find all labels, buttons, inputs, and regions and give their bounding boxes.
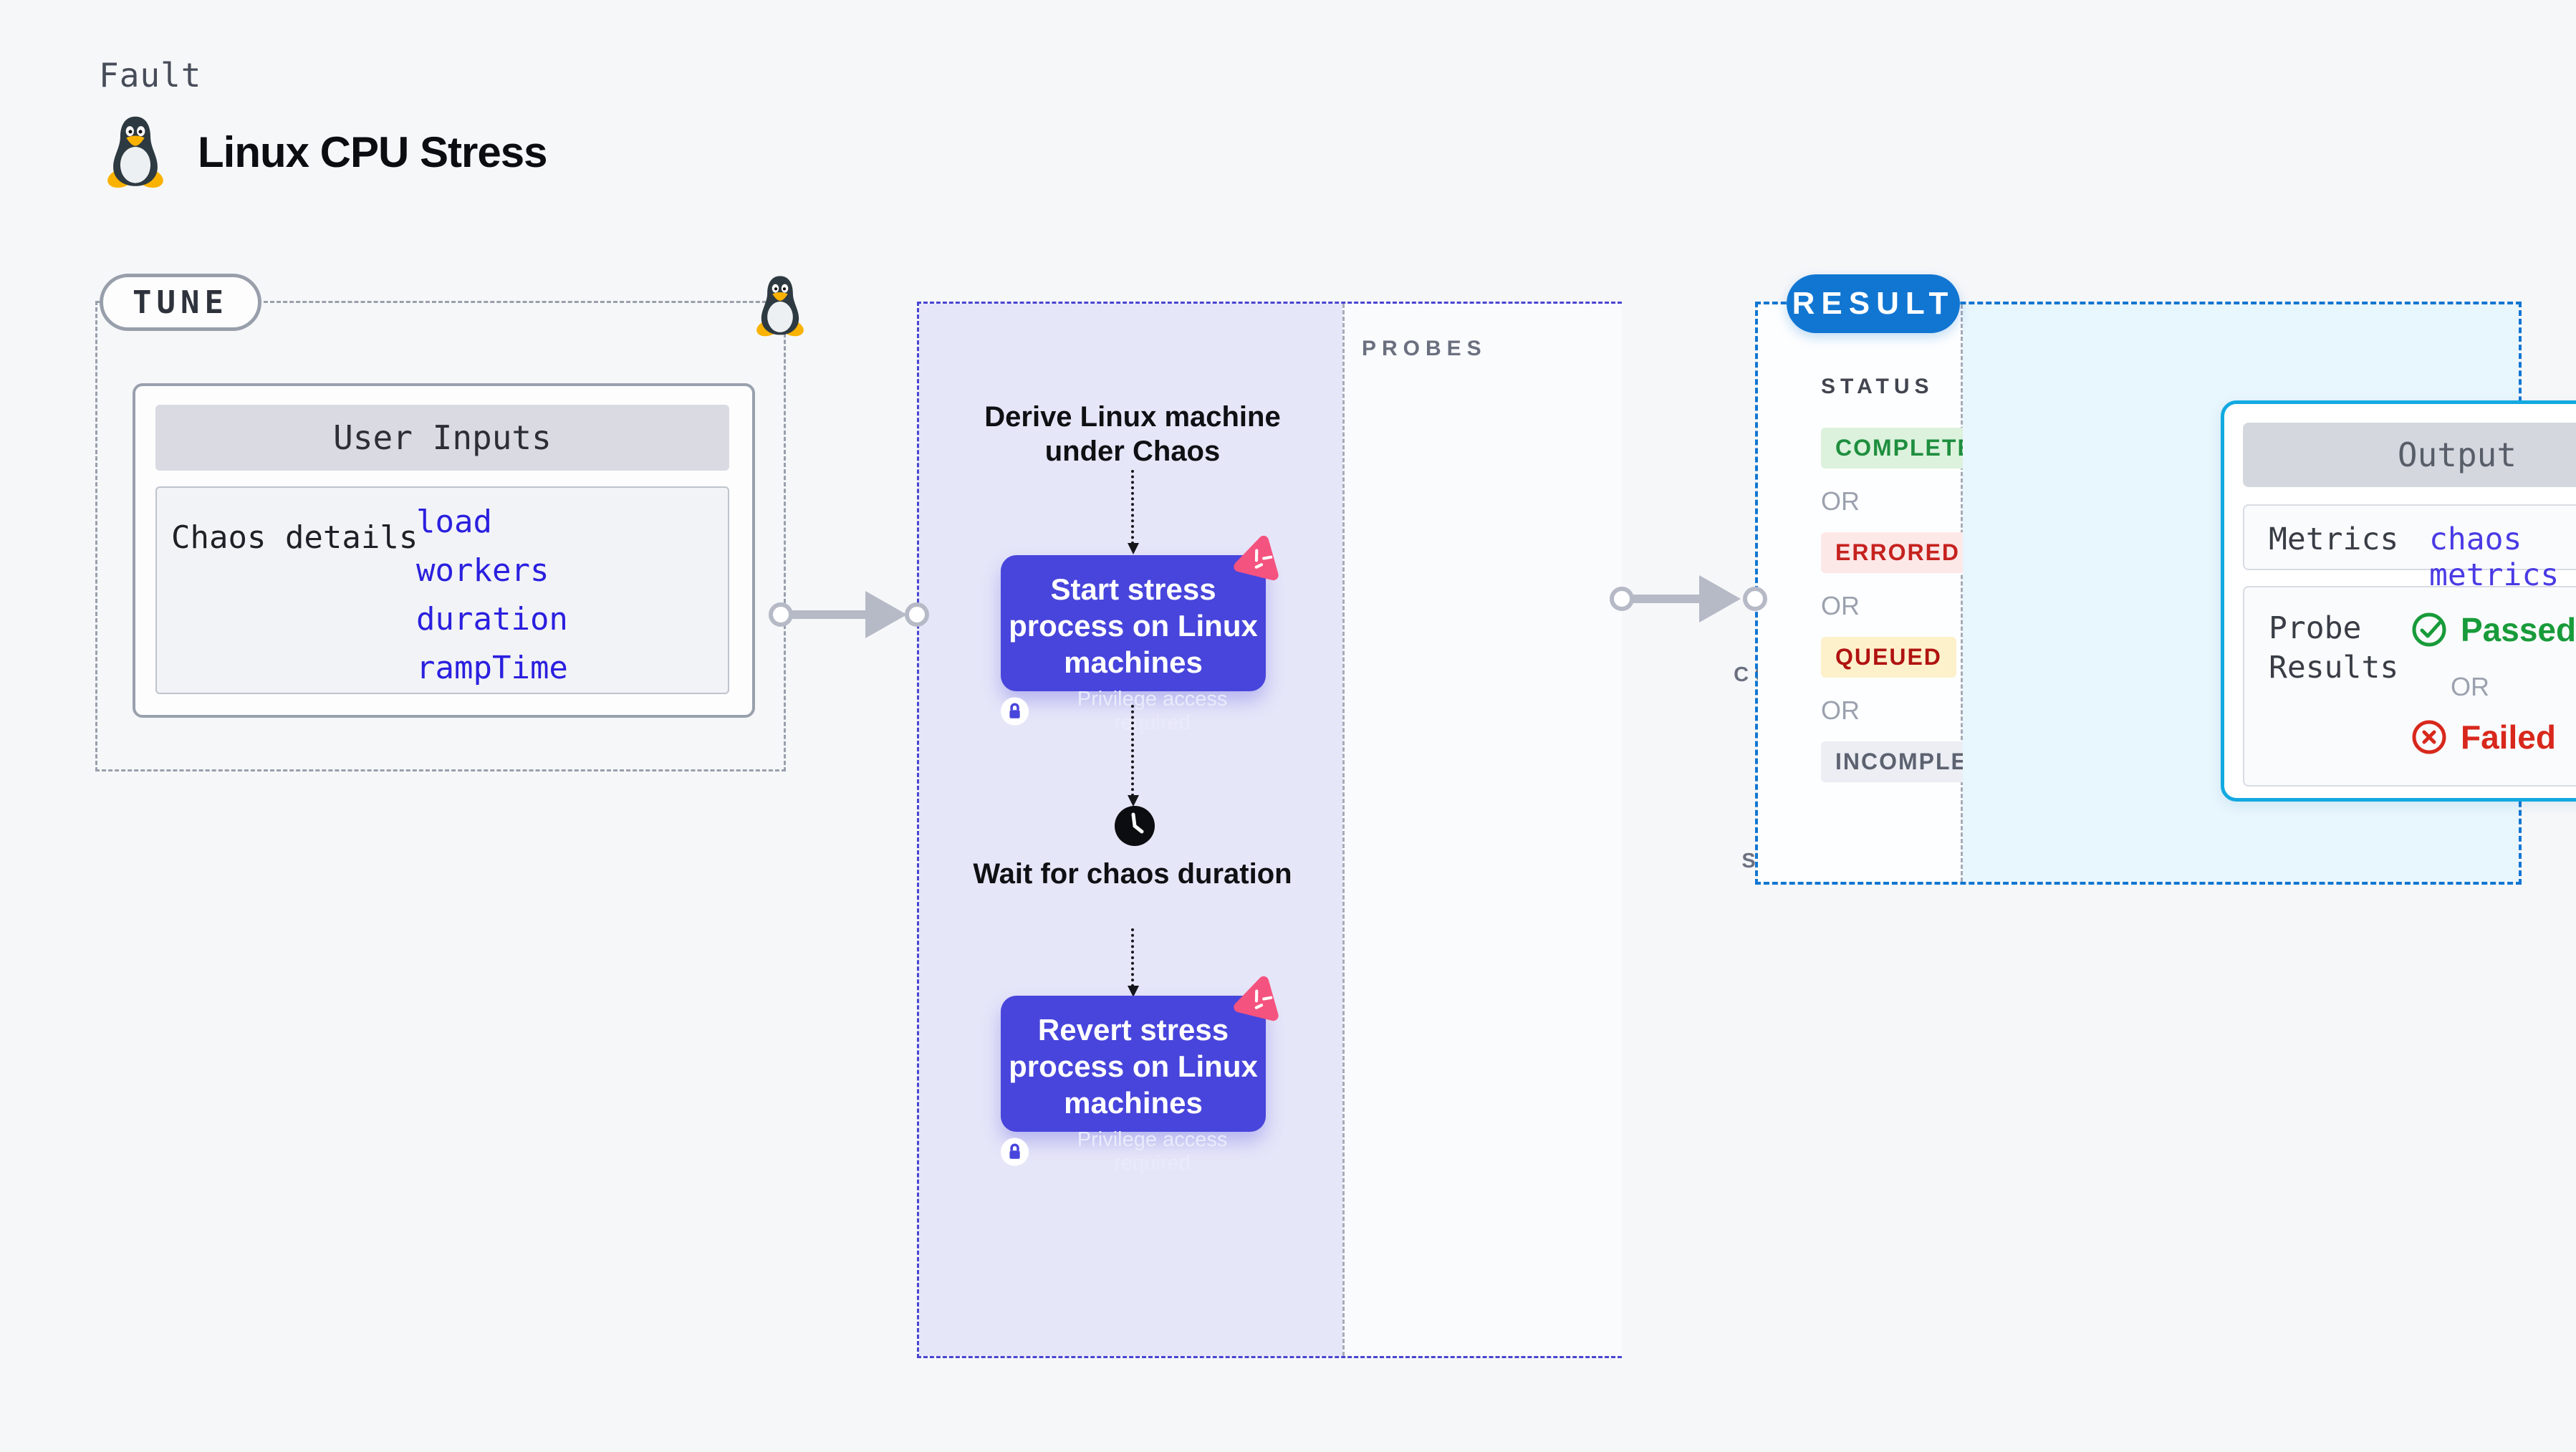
probes-panel: PROBES HTTP PROBE (1342, 304, 1993, 1356)
wait-clock-icon (1114, 805, 1155, 847)
or-label: OR (1821, 696, 1860, 725)
chaos-details-label: Chaos details (171, 519, 418, 556)
result-output-area: Output Metrics chaos metrics Probe Resul… (1963, 304, 2576, 882)
fault-eyebrow: Fault (99, 56, 202, 95)
input-link-load[interactable]: load (416, 504, 492, 540)
wait-step-text: Wait for chaos duration (973, 858, 1292, 890)
start-stress-label: Start stress process on Linux machines (1009, 572, 1258, 679)
revert-stress-label: Revert stress process on Linux machines (1009, 1013, 1258, 1120)
privilege-note: Privilege access required (1077, 1128, 1228, 1175)
flow-arrow-icon (1128, 705, 1139, 807)
input-link-workers[interactable]: workers (416, 552, 549, 589)
chaos-pink-icon (1234, 976, 1279, 1021)
flow-arrow-icon (1128, 470, 1139, 554)
user-inputs-card: User Inputs Chaos details load workers d… (133, 383, 755, 718)
revert-stress-node: Revert stress process on Linux machines … (1001, 996, 1266, 1175)
output-header: Output (2243, 423, 2576, 487)
flow-arrow-icon (1128, 928, 1139, 997)
or-label: OR (1821, 486, 1860, 516)
metrics-row: Metrics chaos metrics (2243, 504, 2576, 593)
chaos-metrics-link[interactable]: chaos metrics (2429, 521, 2560, 593)
tux-corner-icon (756, 276, 804, 337)
user-inputs-header: User Inputs (155, 405, 729, 471)
status-badge-queued: QUEUED (1821, 637, 1956, 678)
passed-label: Passed (2461, 611, 2576, 648)
failed-label: Failed (2461, 718, 2556, 756)
probe-results-row: Probe Results Passed OR (2243, 586, 2576, 787)
execution-section: Derive Linux machine under Chaos Start s… (917, 302, 1993, 1358)
output-card: Output Metrics chaos metrics Probe Resul… (2221, 400, 2576, 802)
status-heading: STATUS (1821, 375, 1934, 398)
page-title: Linux CPU Stress (198, 128, 547, 176)
lock-icon (1001, 1138, 1029, 1166)
connector-execution-result (1625, 595, 1709, 603)
privilege-row: Privilege access required (1001, 1128, 1266, 1175)
check-circle-icon (2412, 612, 2446, 647)
x-circle-icon (2412, 720, 2446, 754)
tux-linux-icon (107, 116, 163, 188)
metrics-label: Metrics (2269, 521, 2399, 557)
connector-endpoint-dot (769, 602, 793, 627)
connector-endpoint-dot (1610, 587, 1634, 611)
privilege-note: Privilege access required (1077, 688, 1228, 734)
input-link-duration[interactable]: duration (416, 601, 568, 638)
status-badge-errored: ERRORED (1821, 532, 1975, 573)
execution-flow-panel: Derive Linux machine under Chaos Start s… (919, 304, 1342, 1356)
result-section: STATUS COMPLETED OR ERRORED OR QUEUED OR… (1755, 274, 2576, 885)
or-label: OR (2451, 672, 2489, 701)
status-column: STATUS COMPLETED OR ERRORED OR QUEUED OR… (1758, 304, 2032, 882)
connector-arrowhead (1699, 575, 1741, 622)
tune-pill: TUNE (100, 274, 261, 331)
lock-icon (1001, 697, 1029, 726)
connector-arrowhead (865, 591, 907, 638)
failed-row: Failed (2411, 718, 2556, 756)
privilege-row: Privilege access required (1001, 688, 1266, 735)
input-link-ramptime[interactable]: rampTime (416, 650, 568, 686)
user-inputs-body: Chaos details load workers duration ramp… (155, 486, 729, 694)
result-pill: RESULT (1787, 274, 1960, 333)
probes-heading: PROBES (1362, 337, 1487, 360)
chaos-pink-icon (1234, 535, 1279, 581)
derive-step-text: Derive Linux machine under Chaos (984, 401, 1281, 467)
connector-tune-execution (782, 610, 875, 619)
page-title-row: Linux CPU Stress (105, 115, 547, 189)
start-stress-node: Start stress process on Linux machines P… (1001, 555, 1266, 734)
connector-endpoint-dot (905, 602, 929, 627)
or-label: OR (1821, 591, 1860, 620)
passed-row: Passed (2411, 610, 2576, 649)
probe-results-label: Probe Results (2269, 610, 2399, 686)
connector-endpoint-dot (1743, 587, 1767, 611)
tune-section: TUNE User Inputs Chaos details load work… (95, 274, 804, 771)
